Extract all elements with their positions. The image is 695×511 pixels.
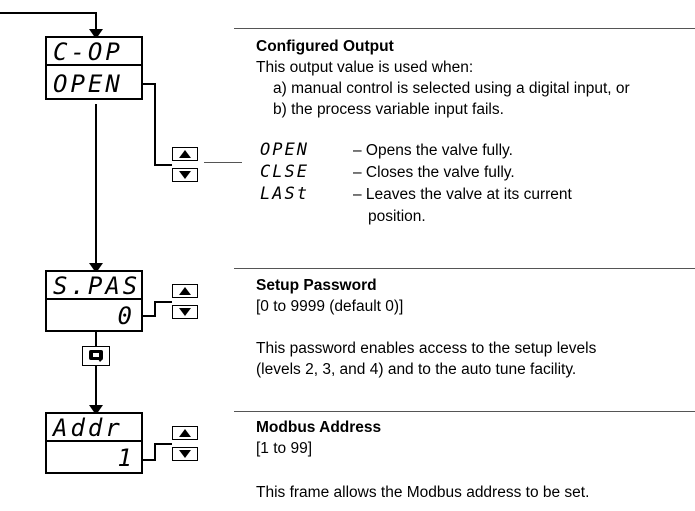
option-description-continued: position. [368, 208, 426, 225]
entry-line-vertical [95, 12, 97, 32]
down-arrow-key-icon [179, 171, 191, 179]
value-connector [154, 443, 172, 445]
section-intro: This output value is used when: [256, 59, 474, 76]
section-body: This password enables access to the setu… [256, 340, 597, 357]
arrow-down-icon [89, 260, 103, 278]
value-connector [154, 164, 172, 166]
option-code: LASt [260, 184, 309, 204]
up-arrow-key-icon [179, 150, 191, 158]
up-arrow-key[interactable] [172, 147, 198, 161]
section-body: (levels 2, 3, and 4) and to the auto tun… [256, 361, 577, 378]
value-connector [154, 83, 156, 165]
section-title-setup-password: Setup Password [256, 277, 377, 294]
scroll-key-icon [89, 350, 103, 362]
value-connector [154, 301, 172, 303]
section-divider [234, 28, 695, 29]
display-parameter-value: OPEN [53, 70, 123, 98]
section-title-modbus-address: Modbus Address [256, 419, 382, 436]
value-connector [143, 459, 155, 461]
section-body: This frame allows the Modbus address to … [256, 484, 590, 501]
condition-item: b) the process variable input fails. [273, 101, 504, 118]
value-connector [143, 83, 155, 85]
option-description: – Opens the valve fully. [353, 142, 513, 159]
section-range: [1 to 99] [256, 440, 313, 457]
display-configured-output: C-OP OPEN [45, 36, 143, 100]
value-connector [154, 301, 156, 317]
arrow-down-icon [89, 26, 103, 44]
flow-line [95, 366, 97, 408]
up-arrow-key-icon [179, 287, 191, 295]
option-code: OPEN [260, 140, 309, 160]
up-arrow-key[interactable] [172, 426, 198, 440]
display-parameter-value: 1 [117, 444, 135, 472]
display-parameter-code: S.PAS [47, 272, 141, 300]
value-connector [143, 315, 155, 317]
up-arrow-key-icon [179, 429, 191, 437]
section-range: [0 to 9999 (default 0)] [256, 298, 404, 315]
option-description: – Leaves the valve at its current [353, 186, 572, 203]
value-connector [154, 443, 156, 461]
section-title-configured-output: Configured Output [256, 38, 394, 55]
arrow-down-icon [89, 402, 103, 420]
display-parameter-value: 0 [117, 302, 135, 330]
scroll-key[interactable] [82, 346, 110, 366]
flow-line [95, 332, 97, 346]
down-arrow-key[interactable] [172, 447, 198, 461]
display-setup-password: S.PAS 0 [45, 270, 143, 332]
display-parameter-code: C-OP [47, 38, 141, 66]
down-arrow-key[interactable] [172, 168, 198, 182]
option-connector [204, 162, 242, 163]
section-divider [234, 411, 695, 412]
display-parameter-code: Addr [47, 414, 141, 442]
down-arrow-key[interactable] [172, 305, 198, 319]
option-code: CLSE [260, 162, 309, 182]
section-divider [234, 268, 695, 269]
option-description: – Closes the valve fully. [353, 164, 515, 181]
down-arrow-key-icon [179, 450, 191, 458]
up-arrow-key[interactable] [172, 284, 198, 298]
display-modbus-address: Addr 1 [45, 412, 143, 474]
condition-item: a) manual control is selected using a di… [273, 80, 630, 97]
entry-line [0, 12, 96, 14]
flow-line [95, 104, 97, 264]
down-arrow-key-icon [179, 308, 191, 316]
